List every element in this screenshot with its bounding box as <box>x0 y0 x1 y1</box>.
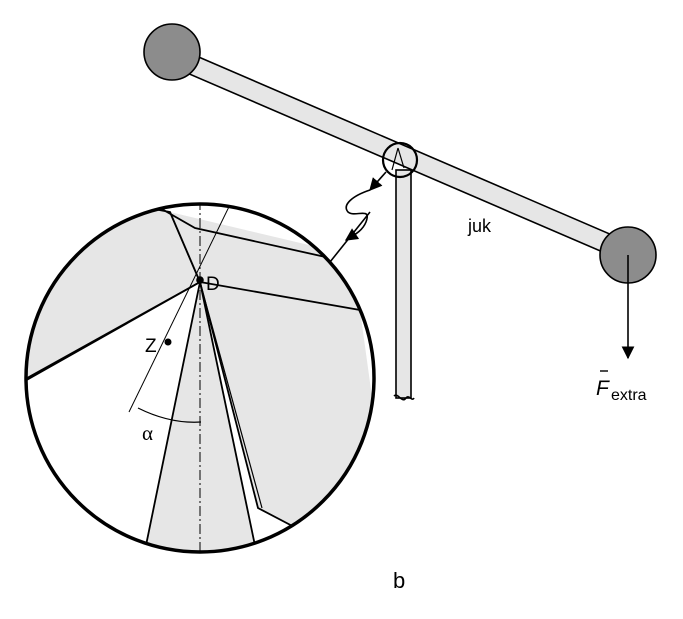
zoom-circle <box>24 202 376 554</box>
center-of-mass-z <box>164 338 172 346</box>
label-force-sub: extra <box>611 387 647 404</box>
panel-label: b <box>393 568 405 593</box>
pivot-point-d <box>196 276 204 284</box>
label-force: F extra <box>596 370 647 404</box>
label-force-main: F <box>596 377 610 400</box>
label-angle: α <box>142 421 153 445</box>
label-center-of-mass: Z <box>145 336 157 357</box>
angle-arc <box>137 407 202 423</box>
pivot-detail <box>381 141 419 179</box>
left-mass <box>143 23 201 81</box>
label-yoke: juk <box>467 216 492 236</box>
zoom-indicator-arrow <box>329 171 387 263</box>
label-pivot: D <box>206 274 220 295</box>
pointer-needle <box>393 169 415 401</box>
